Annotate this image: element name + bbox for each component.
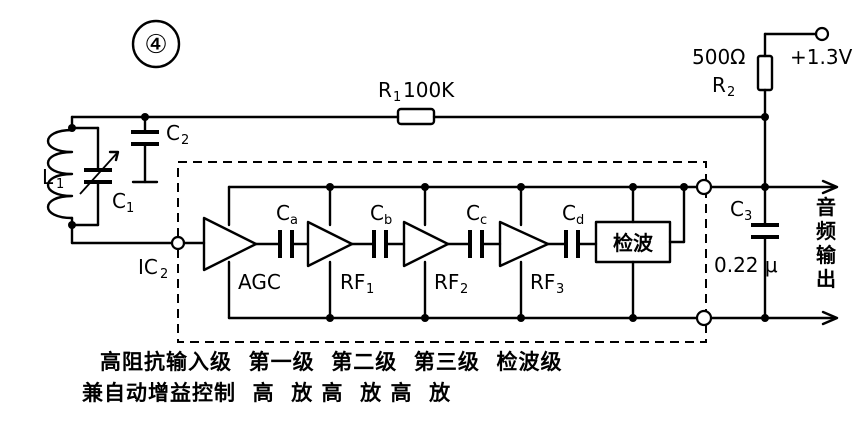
output-c3: C 3 0.22 μ bbox=[714, 197, 779, 322]
svg-text:C: C bbox=[166, 121, 180, 145]
resistor-r2 bbox=[756, 54, 774, 92]
ic2-rails bbox=[227, 178, 839, 327]
svg-text:2: 2 bbox=[181, 133, 189, 148]
svg-text:RF: RF bbox=[340, 270, 365, 294]
caption-line-2: 兼自动增益控制 高 放 高 放 高 放 bbox=[82, 381, 452, 405]
amp-agc bbox=[202, 216, 258, 272]
svg-text:C: C bbox=[370, 201, 384, 225]
svg-text:频: 频 bbox=[816, 219, 836, 243]
svg-text:500Ω: 500Ω bbox=[692, 45, 745, 69]
resistor-r1 bbox=[396, 107, 436, 126]
r1-wire: R 1 100K bbox=[70, 78, 767, 126]
svg-text:R: R bbox=[378, 78, 392, 102]
svg-text:C: C bbox=[112, 189, 126, 213]
svg-text:IC: IC bbox=[138, 255, 158, 279]
variable-arrow bbox=[79, 151, 119, 195]
tuned-circuit: L 1 C 1 C 2 bbox=[42, 113, 189, 245]
amplifier-chain: C a C b C c C d AGC RF 1 RF 2 RF 3 检波 bbox=[202, 183, 688, 297]
svg-text:3: 3 bbox=[744, 209, 752, 224]
svg-text:1: 1 bbox=[366, 282, 374, 297]
svg-text:d: d bbox=[576, 213, 584, 228]
amp-rf1 bbox=[306, 220, 354, 268]
svg-text:检波: 检波 bbox=[613, 231, 654, 255]
svg-text:2: 2 bbox=[727, 85, 735, 100]
svg-text:2: 2 bbox=[160, 267, 168, 282]
supply-r2: 500Ω R 2 +1.3V bbox=[692, 26, 853, 227]
svg-text:a: a bbox=[290, 213, 298, 228]
amp-rf2 bbox=[402, 220, 450, 268]
svg-text:AGC: AGC bbox=[238, 270, 281, 294]
svg-text:1: 1 bbox=[393, 90, 401, 105]
supply-terminal bbox=[814, 26, 830, 42]
audio-output-label: 音 频 输 出 bbox=[816, 195, 837, 291]
svg-text:C: C bbox=[730, 197, 744, 221]
svg-text:1: 1 bbox=[126, 201, 134, 216]
svg-text:1: 1 bbox=[56, 177, 64, 192]
svg-text:2: 2 bbox=[460, 282, 468, 297]
svg-text:RF: RF bbox=[530, 270, 555, 294]
ic2-input-terminal bbox=[170, 235, 186, 251]
svg-text:100K: 100K bbox=[403, 78, 455, 102]
caption-line-1: 高阻抗输入级 第一级 第二级 第三级 检波级 bbox=[100, 350, 563, 374]
svg-text:+1.3V: +1.3V bbox=[790, 45, 853, 69]
inductor-l1 bbox=[46, 128, 74, 220]
svg-text:0.22 μ: 0.22 μ bbox=[714, 253, 778, 277]
svg-text:3: 3 bbox=[556, 282, 564, 297]
ic2-input: IC 2 bbox=[70, 235, 206, 282]
svg-text:b: b bbox=[384, 213, 392, 228]
amp-rf3 bbox=[498, 220, 550, 268]
figure-number: ④ bbox=[131, 19, 181, 69]
svg-text:C: C bbox=[466, 201, 480, 225]
svg-text:C: C bbox=[562, 201, 576, 225]
svg-text:出: 出 bbox=[816, 267, 836, 291]
ic2-boundary bbox=[177, 161, 707, 343]
svg-text:c: c bbox=[480, 213, 487, 228]
svg-text:④: ④ bbox=[144, 30, 167, 60]
svg-text:L: L bbox=[42, 165, 54, 189]
svg-text:输: 输 bbox=[816, 243, 837, 267]
svg-text:音: 音 bbox=[816, 195, 836, 219]
svg-text:C: C bbox=[276, 201, 290, 225]
svg-text:RF: RF bbox=[434, 270, 459, 294]
svg-text:R: R bbox=[712, 73, 726, 97]
